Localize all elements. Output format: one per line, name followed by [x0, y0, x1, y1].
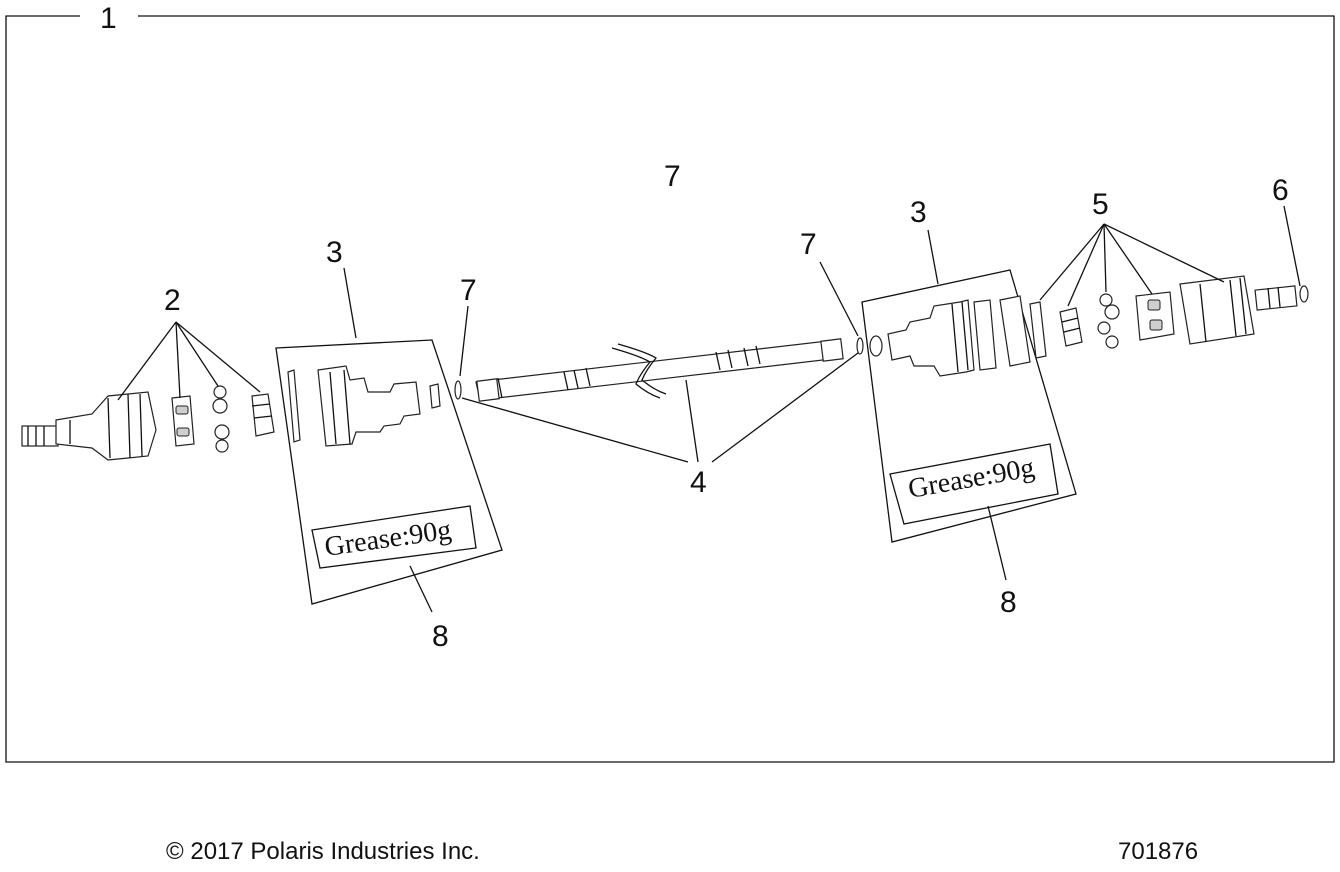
callout-8-right: 8	[1000, 586, 1017, 619]
boot-right	[869, 295, 1031, 377]
ring-left	[454, 380, 462, 400]
leaders-4	[461, 349, 863, 463]
callout-7-left: 7	[460, 274, 477, 307]
callout-3-left: 3	[326, 236, 343, 269]
grease-right: Grease:90g	[889, 443, 1059, 525]
inner-race	[251, 393, 275, 437]
leaders-5	[1039, 223, 1225, 307]
axle-shaft	[475, 338, 844, 402]
callout-8-left: 8	[432, 620, 449, 653]
callout-5: 5	[1092, 188, 1109, 221]
callout-3-right: 3	[910, 196, 927, 229]
assembly-frame	[5, 15, 1335, 763]
boot-kit-right-frame	[861, 269, 1077, 543]
grease-left: Grease:90g	[311, 505, 477, 569]
leaders-2	[117, 321, 261, 401]
part-number: 701876	[1118, 838, 1199, 865]
boot-kit-left-frame	[275, 339, 503, 605]
ring-right	[856, 337, 864, 355]
callout-7-right: 7	[800, 228, 817, 261]
svg-text:Grease:90g: Grease:90g	[323, 514, 454, 562]
inner-joint-parts	[1029, 275, 1309, 359]
callout-1: 1	[100, 2, 117, 35]
svg-text:Grease:90g: Grease:90g	[906, 452, 1037, 505]
callout-6: 6	[1272, 174, 1289, 207]
boot-left	[287, 365, 441, 447]
outer-cv-joint	[21, 391, 157, 461]
retaining-ring	[1299, 285, 1309, 303]
callout-7-top: 7	[664, 160, 681, 193]
callout-4: 4	[690, 466, 707, 499]
copyright-text: © 2017 Polaris Industries Inc.	[166, 838, 480, 865]
exploded-parts-diagram: 1 2	[5, 2, 1335, 763]
joint-balls	[212, 385, 230, 453]
joint-cage	[171, 395, 195, 447]
callout-2: 2	[164, 284, 181, 317]
